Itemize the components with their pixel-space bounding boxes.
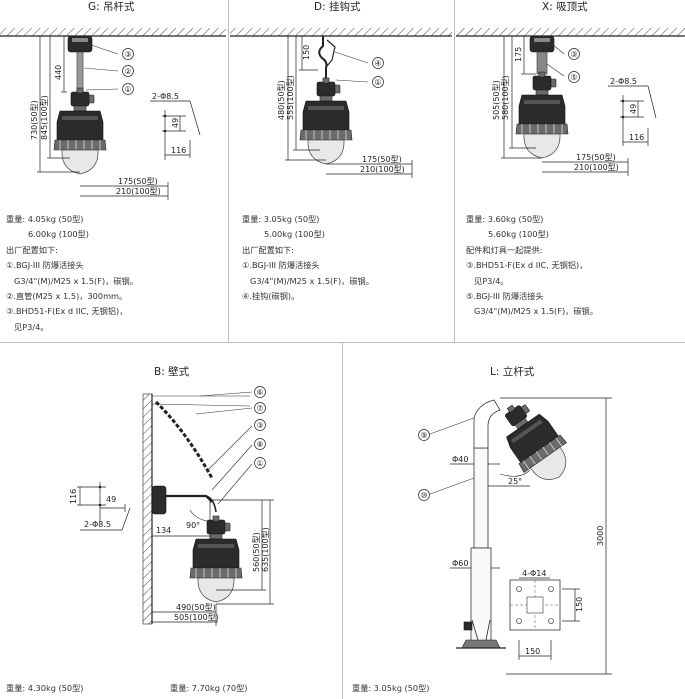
dim-g-h49: 49 <box>171 118 180 128</box>
dim-l-d40: Φ40 <box>452 455 468 464</box>
callout-labels: ③ ② ① ④ ① ③ ⑤ ⑥ ⑦ ③ ⑧ ① ⑨ ⑩ <box>124 50 577 500</box>
dim-g-w100: 210(100型) <box>116 187 161 196</box>
note-d-4: G3/4"(M)/M25 x 1.5(F)，碳钢。 <box>250 275 374 286</box>
dim-d-w100: 210(100型) <box>360 165 405 174</box>
dimension-labels: 440 730(50型) 845(100型) 175(50型) 210(100型… <box>30 45 644 656</box>
dim-x-w116: 116 <box>629 133 644 142</box>
note-d-1: 5.00kg (100型) <box>264 229 325 240</box>
note-g-3: ①.BGJ-III 防爆活接头 <box>6 260 84 271</box>
note-g-6: ③.BHD51-F(Ex d IIC, 无钢铝)， <box>6 306 128 317</box>
notes-g: 重量: 4.05kg (50型) 6.00kg (100型) 出厂配置如下: ①… <box>6 212 138 335</box>
note-d-0: 重量: 3.05kg (50型) <box>242 214 320 224</box>
callout-g-2: ② <box>124 67 131 76</box>
dim-l-angle: 25° <box>508 477 522 486</box>
notes-x: 重量: 3.60kg (50型) 5.60kg (100型) 配件和灯具一起提供… <box>466 212 598 320</box>
callout-b-6: ⑥ <box>256 388 263 397</box>
dim-d-hook: 150 <box>302 45 311 60</box>
dim-l-height: 3000 <box>596 526 605 546</box>
note-b-0: 重量: 4.30kg (50型) <box>6 683 84 693</box>
dim-b-angle: 90° <box>186 521 200 530</box>
dim-b-w134: 134 <box>156 526 171 535</box>
dim-d-h50: 480(50型) <box>277 80 286 120</box>
note-b2-0: 重量: 7.70kg (70型) <box>170 683 248 693</box>
note-g-7: 见P3/4。 <box>14 321 49 332</box>
dim-d-h100: 555(100型) <box>286 75 295 120</box>
callout-x-3: ③ <box>570 50 577 59</box>
note-d-3: ①.BGJ-III 防爆活接头 <box>242 260 320 271</box>
notes-b2: 重量: 7.70kg (70型) <box>170 681 248 696</box>
callout-b-7: ⑦ <box>256 404 263 413</box>
callout-x-5: ⑤ <box>570 73 577 82</box>
dim-x-top: 175 <box>514 47 523 62</box>
drawing-d <box>230 28 452 178</box>
drawing-b <box>77 386 274 626</box>
dim-g-w50: 175(50型) <box>118 177 158 186</box>
dim-x-w100: 210(100型) <box>574 163 619 172</box>
dim-b-h50: 560(50型) <box>252 532 261 572</box>
note-x-5: ⑤.BGJ-III 防爆活接头 <box>466 290 544 301</box>
note-d-2: 出厂配置如下: <box>242 244 294 255</box>
note-g-5: ②.直管(M25 x 1.5)，300mm。 <box>6 290 128 301</box>
drawing-g <box>0 28 226 200</box>
callout-g-3: ③ <box>124 50 131 59</box>
dim-l-base-h: 150 <box>575 597 584 612</box>
drawing-l <box>418 391 612 675</box>
note-x-4: 见P3/4。 <box>474 275 509 286</box>
dim-x-hole: 2-Φ8.5 <box>610 77 637 86</box>
dim-g-rod: 440 <box>54 65 63 80</box>
panel-title-d: D: 挂钩式 <box>314 1 361 13</box>
callout-l-9: ⑨ <box>420 431 427 440</box>
dim-g-hole: 2-Φ8.5 <box>152 92 179 101</box>
panel-title-x: X: 吸顶式 <box>542 1 588 13</box>
drawing-x <box>456 28 685 176</box>
notes-b: 重量: 4.30kg (50型) <box>6 681 84 696</box>
dim-d-w50: 175(50型) <box>362 155 402 164</box>
dim-l-d60: Φ60 <box>452 559 468 568</box>
note-x-1: 5.60kg (100型) <box>488 229 549 240</box>
dim-l-holes: 4-Φ14 <box>522 569 546 578</box>
note-x-0: 重量: 3.60kg (50型) <box>466 214 544 224</box>
dim-b-w49: 49 <box>106 495 116 504</box>
dim-b-w100: 505(100型) <box>174 613 219 622</box>
dim-g-w116: 116 <box>171 146 186 155</box>
dim-l-base-w: 150 <box>525 647 540 656</box>
separator-top-1 <box>228 0 229 342</box>
callout-b-8: ⑧ <box>256 440 263 449</box>
dim-b-h116: 116 <box>69 489 78 504</box>
callout-d-1: ① <box>374 78 381 87</box>
dim-x-h100: 580(100型) <box>501 75 510 120</box>
note-l-0: 重量: 3.05kg (50型) <box>352 683 430 693</box>
dim-x-h50: 505(50型) <box>492 80 501 120</box>
note-g-4: G3/4"(M)/M25 x 1.5(F)，碳钢。 <box>14 275 138 286</box>
panel-title-l: L: 立杆式 <box>490 366 535 378</box>
dim-x-h49: 49 <box>629 104 638 114</box>
note-g-1: 6.00kg (100型) <box>28 229 89 240</box>
dim-b-hole: 2-Φ8.5 <box>84 520 111 529</box>
separator-top-2 <box>454 0 455 342</box>
dim-g-h100: 845(100型) <box>40 95 49 140</box>
callout-b-1: ① <box>256 459 263 468</box>
note-x-2: 配件和灯具一起提供: <box>466 244 543 255</box>
callout-l-10: ⑩ <box>420 491 427 500</box>
note-g-2: 出厂配置如下: <box>6 244 58 255</box>
note-x-3: ③.BHD51-F(Ex d IIC, 无钢铝)， <box>466 260 588 271</box>
note-d-5: ④.挂钩(碳钢)。 <box>242 290 300 301</box>
panel-title-g: G: 吊杆式 <box>88 1 135 13</box>
callout-d-4: ④ <box>374 59 381 68</box>
notes-l: 重量: 3.05kg (50型) <box>352 681 430 696</box>
dim-g-h50: 730(50型) <box>30 100 39 140</box>
panel-title-b: B: 壁式 <box>154 366 190 378</box>
callout-b-3: ③ <box>256 421 263 430</box>
notes-d: 重量: 3.05kg (50型) 5.00kg (100型) 出厂配置如下: ①… <box>242 212 374 304</box>
dim-x-w50: 175(50型) <box>576 153 616 162</box>
dim-b-h100: 635(100型) <box>261 527 270 572</box>
separator-bottom <box>342 342 343 699</box>
note-x-6: G3/4"(M)/M25 x 1.5(F)，碳钢。 <box>474 306 598 317</box>
callout-g-1: ① <box>124 85 131 94</box>
dim-b-w50: 490(50型) <box>176 603 216 612</box>
note-g-0: 重量: 4.05kg (50型) <box>6 214 84 224</box>
